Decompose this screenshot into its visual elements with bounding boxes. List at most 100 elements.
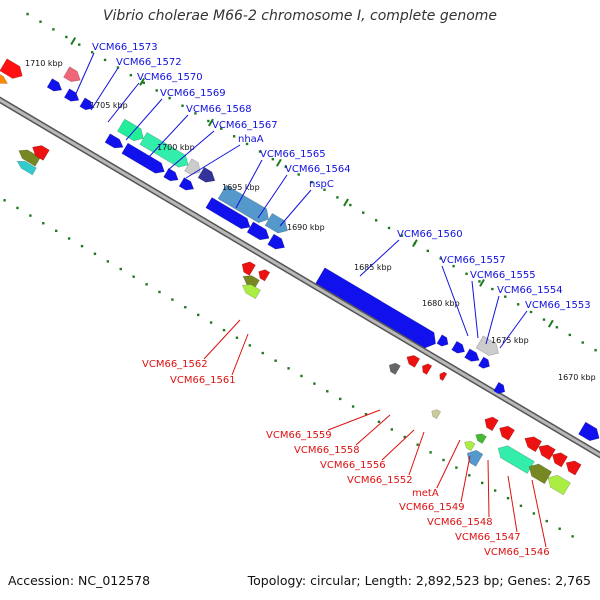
forward-gene-feature[interactable] (184, 158, 201, 176)
forward-gene-feature[interactable] (163, 167, 179, 182)
reverse-gene-feature[interactable] (32, 145, 50, 161)
reverse-gene-label[interactable]: VCM66_1549 (399, 502, 465, 513)
forward-gene-label[interactable]: VCM66_1570 (137, 72, 203, 83)
reverse-gene-feature[interactable] (241, 261, 256, 276)
outer-track-dot (90, 51, 94, 54)
forward-gene-feature[interactable] (217, 184, 269, 224)
reverse-gene-feature[interactable] (406, 355, 421, 368)
reverse-gene-feature[interactable] (524, 436, 543, 453)
forward-gene-feature[interactable] (0, 71, 8, 84)
reverse-gene-label[interactable]: VCM66_1548 (427, 517, 493, 528)
forward-gene-label[interactable]: VCM66_1569 (160, 88, 226, 99)
outer-track-dot (478, 280, 481, 283)
forward-gene-feature[interactable] (197, 166, 216, 183)
tick-label: 1710 kbp (25, 59, 63, 68)
feature-layer (0, 58, 600, 496)
reverse-gene-feature[interactable] (466, 449, 484, 467)
inner-track-dot (80, 244, 84, 248)
forward-gene-label[interactable]: VCM66_1557 (440, 255, 506, 266)
inner-track-dot (481, 481, 484, 485)
forward-gene-feature[interactable] (205, 197, 251, 230)
reverse-gene-label[interactable]: VCM66_1561 (170, 375, 236, 386)
outer-track-dot (194, 112, 197, 115)
forward-gene-label[interactable]: nspC (309, 179, 334, 190)
forward-gene-feature[interactable] (246, 221, 270, 241)
inner-track-dot (313, 382, 316, 385)
forward-label-leader (107, 82, 140, 123)
forward-gene-feature[interactable] (104, 133, 124, 149)
inner-track-dot (106, 260, 110, 263)
reverse-gene-feature[interactable] (241, 284, 261, 300)
reverse-gene-label[interactable]: VCM66_1552 (347, 475, 413, 486)
reverse-gene-feature[interactable] (258, 269, 271, 282)
forward-gene-feature[interactable] (436, 334, 449, 347)
reverse-gene-label[interactable]: metA (412, 488, 439, 499)
reverse-gene-feature[interactable] (484, 416, 499, 432)
forward-gene-feature[interactable] (46, 78, 63, 92)
forward-gene-feature[interactable] (117, 118, 144, 142)
forward-gene-feature[interactable] (178, 177, 195, 191)
forward-gene-label[interactable]: VCM66_1568 (186, 104, 252, 115)
forward-gene-feature[interactable] (475, 335, 499, 356)
forward-gene-label[interactable]: VCM66_1560 (397, 229, 463, 240)
reverse-gene-label[interactable]: VCM66_1558 (294, 445, 360, 456)
tick-mark (276, 158, 282, 167)
reverse-gene-feature[interactable] (439, 371, 448, 382)
forward-gene-feature[interactable] (464, 348, 480, 362)
forward-gene-label[interactable]: VCM66_1565 (260, 149, 326, 160)
forward-gene-feature[interactable] (121, 142, 165, 174)
reverse-gene-feature[interactable] (421, 363, 433, 375)
inner-track-dot (390, 428, 394, 431)
reverse-label-leader (203, 319, 241, 360)
reverse-gene-feature[interactable] (497, 445, 535, 474)
outer-track-dot (129, 73, 133, 77)
outer-track-dot (39, 20, 42, 23)
reverse-gene-label[interactable]: VCM66_1562 (142, 359, 208, 370)
reverse-gene-feature[interactable] (16, 160, 37, 176)
reverse-gene-feature[interactable] (475, 433, 487, 444)
forward-gene-feature[interactable] (63, 88, 80, 102)
forward-gene-feature[interactable] (578, 421, 600, 442)
forward-gene-feature[interactable] (264, 212, 288, 234)
forward-gene-label[interactable]: VCM66_1555 (470, 270, 536, 281)
forward-label-leader (485, 295, 500, 345)
forward-gene-label[interactable]: VCM66_1572 (116, 57, 182, 68)
inner-track-dot (429, 451, 432, 454)
reverse-gene-feature[interactable] (18, 149, 41, 167)
reverse-gene-label[interactable]: VCM66_1559 (266, 430, 332, 441)
reverse-gene-label[interactable]: VCM66_1546 (484, 547, 550, 558)
inner-track-dot (42, 222, 45, 225)
inner-track-dot (209, 321, 213, 324)
reverse-gene-feature[interactable] (499, 425, 516, 441)
reverse-gene-feature[interactable] (565, 460, 582, 476)
reverse-gene-feature[interactable] (388, 362, 401, 375)
forward-label-leader (90, 67, 119, 111)
outer-track-dot (465, 272, 468, 275)
forward-gene-label[interactable]: VCM66_1567 (212, 120, 278, 131)
forward-gene-feature[interactable] (139, 131, 189, 168)
forward-gene-label[interactable]: VCM66_1573 (92, 42, 158, 53)
reverse-gene-feature[interactable] (552, 452, 568, 468)
forward-gene-feature[interactable] (315, 267, 436, 349)
forward-gene-feature[interactable] (451, 340, 465, 354)
inner-track-dot (287, 367, 290, 370)
reverse-gene-label[interactable]: VCM66_1556 (320, 460, 386, 471)
forward-gene-feature[interactable] (63, 66, 81, 83)
forward-gene-label[interactable]: nhaA (238, 134, 264, 145)
reverse-gene-feature[interactable] (538, 444, 556, 461)
forward-gene-feature[interactable] (267, 233, 285, 250)
outer-track-dot (426, 249, 429, 253)
reverse-gene-feature[interactable] (528, 463, 553, 485)
forward-gene-label[interactable]: VCM66_1553 (525, 300, 591, 311)
reverse-gene-feature[interactable] (431, 409, 442, 420)
reverse-label-leader (327, 409, 381, 431)
forward-gene-feature[interactable] (493, 381, 506, 395)
forward-gene-feature[interactable] (79, 97, 94, 111)
forward-gene-label[interactable]: VCM66_1564 (285, 164, 351, 175)
forward-gene-feature[interactable] (0, 58, 23, 79)
reverse-gene-feature[interactable] (547, 474, 571, 496)
reverse-gene-label[interactable]: VCM66_1547 (455, 532, 521, 543)
forward-gene-label[interactable]: VCM66_1554 (497, 285, 563, 296)
forward-gene-feature[interactable] (477, 356, 490, 369)
reverse-gene-feature[interactable] (464, 440, 476, 452)
